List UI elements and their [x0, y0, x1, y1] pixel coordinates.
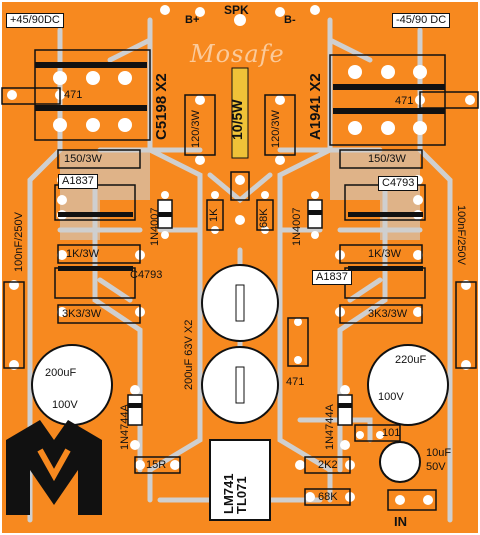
label-r150-left: 150/3W	[64, 153, 102, 165]
film-capacitors	[1, 87, 479, 369]
label-z1n4744-left: 1N4744A	[119, 404, 131, 450]
label-z1n4744-right: 1N4744A	[324, 404, 336, 450]
label-cap100nf-left: 100nF/250V	[13, 212, 25, 272]
label-bminus: B-	[284, 14, 296, 26]
resistor-outlines	[57, 94, 423, 506]
input-connector	[387, 489, 437, 511]
label-r68k-bottom: 68K	[318, 491, 338, 503]
label-r2k2: 2K2	[318, 459, 338, 471]
label-a1837-left: A1837	[58, 174, 98, 189]
label-cap100nf-right: 100nF/250V	[455, 205, 467, 265]
silver-zone-left	[60, 150, 150, 240]
label-r1k3w-left: 1K/3W	[66, 248, 100, 260]
label-r471-right: 471	[395, 95, 414, 107]
label-minus-supply: -45/90 DC	[392, 13, 451, 28]
label-ic: LM741 TL071	[221, 473, 249, 514]
transistor-outlines	[34, 49, 446, 146]
label-cap100v-right: 100V	[378, 391, 404, 403]
label-cap200-left: 200uF	[45, 367, 77, 379]
label-r101: 101	[382, 427, 401, 439]
label-cap10uf: 10uF	[426, 447, 452, 459]
label-r120-right: 120/3W	[270, 110, 282, 148]
label-input: IN	[394, 514, 407, 529]
watermark: Mosafe	[190, 40, 285, 68]
brand-logo-notch	[37, 448, 71, 482]
brand-logo-icon	[6, 420, 102, 515]
c4793-left-bar	[58, 266, 133, 271]
label-cap200: 200uF 63V X2	[183, 319, 195, 390]
label-r120-left: 120/3W	[190, 110, 202, 148]
a1837-right-bar	[348, 266, 423, 271]
label-r68k-mid: 68K	[258, 208, 270, 228]
label-cap100v-left: 100V	[52, 399, 78, 411]
label-r15r: 15R	[146, 459, 167, 471]
label-r150-right: 150/3W	[368, 153, 406, 165]
c4793-right-bar	[348, 212, 423, 217]
label-fuse: 10/5W	[229, 99, 245, 140]
label-cap220-right: 220uF	[395, 354, 427, 366]
label-bplus: B+	[185, 14, 200, 26]
label-r1k: 1K	[208, 208, 220, 222]
label-r3k3-right: 3K3/3W	[368, 308, 408, 320]
label-r471-mid: 471	[286, 376, 305, 388]
diodes	[127, 199, 353, 426]
label-c4793-left: C4793	[130, 269, 163, 281]
ic-outline	[209, 439, 271, 521]
silver-zone-right	[330, 150, 420, 240]
a1837-left-bar	[58, 212, 133, 217]
label-c5198: C5198 X2	[153, 73, 170, 140]
heatsink-bars	[35, 62, 445, 114]
label-r471-left: 471	[64, 89, 83, 101]
label-a1941: A1941 X2	[307, 73, 324, 140]
electrolytic-capacitors	[31, 264, 449, 483]
fuse-body	[231, 67, 249, 159]
label-spk: SPK	[224, 3, 249, 17]
label-plus-supply: +45/90DC	[6, 13, 64, 28]
label-r1k3w-right: 1K/3W	[368, 248, 402, 260]
label-r3k3-left: 3K3/3W	[62, 308, 102, 320]
label-c4793-right: C4793	[378, 176, 419, 191]
label-d1n4007-left: 1N4007	[149, 207, 161, 246]
label-d1n4007-right: 1N4007	[291, 207, 303, 246]
label-cap50v: 50V	[426, 461, 446, 473]
label-a1837-right: A1837	[312, 270, 352, 285]
